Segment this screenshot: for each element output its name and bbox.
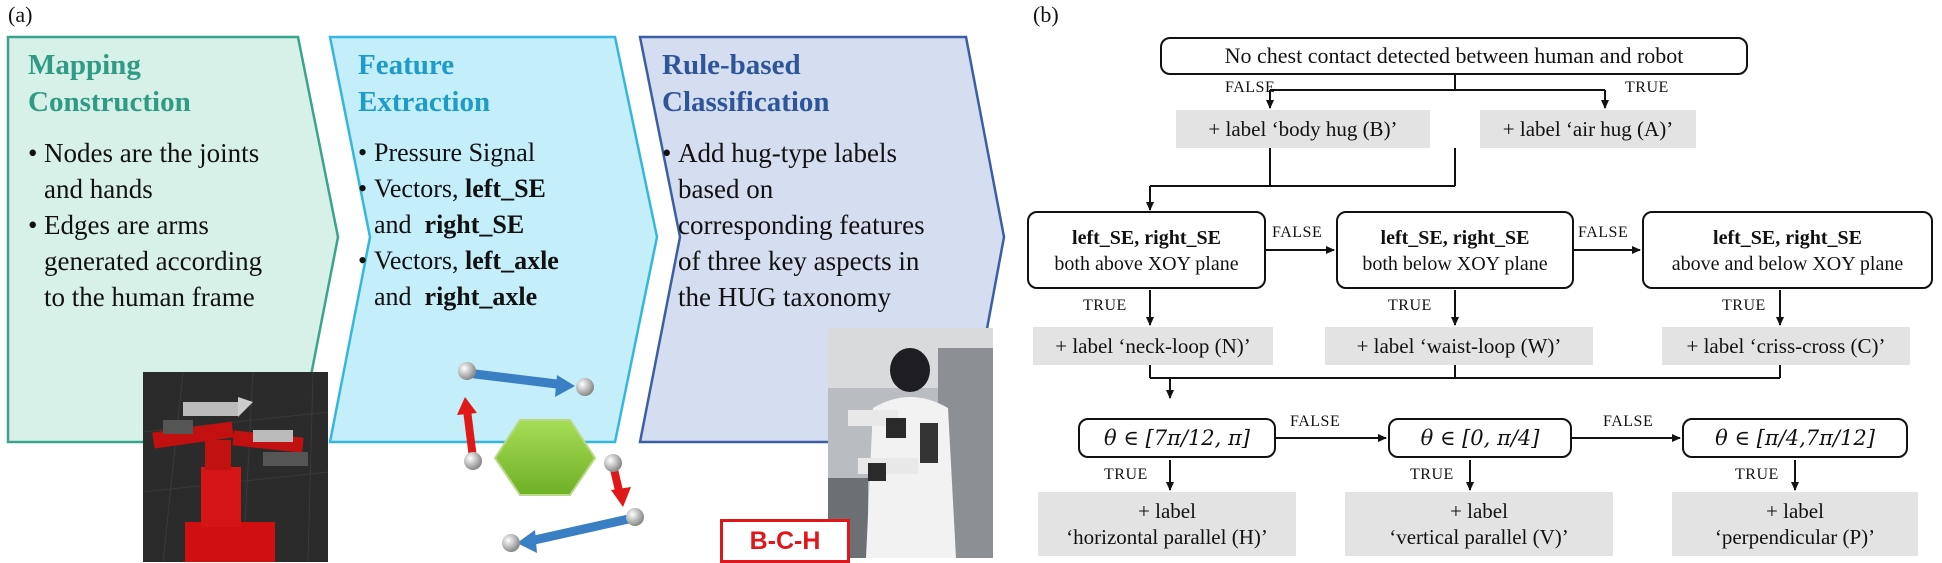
bullet-item: •Pressure Signal	[358, 138, 536, 167]
feature-vectors-illustration	[457, 362, 644, 553]
hug-type-text: ‘perpendicular (P)’	[1714, 525, 1876, 549]
false-label: FALSE	[1272, 224, 1323, 241]
hug-demo-photo	[828, 328, 993, 558]
false-label: FALSE	[1225, 79, 1276, 96]
panel-b-label: (b)	[1033, 2, 1059, 27]
label-neck-loop: + label ‘neck-loop (N)’	[1033, 327, 1273, 365]
bullet-cont: the HUG taxonomy	[678, 282, 891, 312]
stage-classification: Rule-based Classification •Add hug-type …	[662, 47, 972, 315]
label-perpendicular: + label ‘perpendicular (P)’	[1672, 492, 1918, 556]
stage-classification-title: Rule-based Classification	[662, 47, 972, 121]
stage-title-line: Rule-based	[662, 49, 801, 81]
hug-type-text: ‘vertical parallel (V)’	[1389, 525, 1569, 549]
bullet-item: •Vectors, left_SE	[358, 174, 546, 203]
condition-text: both above XOY plane	[1054, 253, 1239, 275]
condition-vectors: left_SE, right_SE	[1380, 227, 1530, 249]
true-label: TRUE	[1083, 297, 1127, 314]
robot-model-image	[143, 372, 328, 562]
stage-title-line: Construction	[28, 86, 191, 118]
chest-contact-condition: No chest contact detected between human …	[1160, 37, 1748, 75]
condition-text: above and below XOY plane	[1671, 253, 1904, 275]
true-label: TRUE	[1104, 466, 1148, 483]
hug-type-text: ‘horizontal parallel (H)’	[1066, 525, 1268, 549]
se-above-below-condition: left_SE, right_SE above and below XOY pl…	[1642, 211, 1933, 289]
stage-classification-bullets: •Add hug-type labels based on correspond…	[662, 135, 972, 315]
bullet-cont: generated according	[44, 246, 263, 276]
stage-mapping: Mapping Construction •Nodes are the join…	[28, 47, 318, 315]
stage-feature-bullets: •Pressure Signal •Vectors, left_SE and r…	[358, 135, 648, 315]
true-label: TRUE	[1388, 297, 1432, 314]
false-label: FALSE	[1290, 413, 1341, 430]
se-below-condition: left_SE, right_SE both below XOY plane	[1336, 211, 1574, 289]
bullet-cont: of three key aspects in	[678, 246, 920, 276]
plus-label-text: + label	[1766, 499, 1824, 523]
true-label: TRUE	[1410, 466, 1454, 483]
false-label: FALSE	[1578, 224, 1629, 241]
condition-vectors: left_SE, right_SE	[1072, 227, 1221, 249]
plus-label-text: + label	[1138, 499, 1196, 523]
torso-hexagon	[493, 419, 597, 496]
bullet-item: •Nodes are the joints	[28, 138, 260, 168]
false-label: FALSE	[1603, 413, 1654, 430]
label-waist-loop: + label ‘waist-loop (W)’	[1325, 327, 1593, 365]
stage-title-line: Classification	[662, 86, 830, 118]
true-label: TRUE	[1735, 466, 1779, 483]
stage-mapping-bullets: •Nodes are the joints and hands •Edges a…	[28, 135, 318, 315]
bullet-cont: to the human frame	[44, 282, 255, 312]
bullet-cont: and right_SE	[374, 210, 525, 239]
label-body-hug: + label ‘body hug (B)’	[1176, 110, 1430, 148]
bullet-item: •Vectors, left_axle	[358, 246, 559, 275]
stage-title-line: Mapping	[28, 49, 141, 81]
stage-feature-title: Feature Extraction	[358, 47, 648, 121]
bullet-cont: based on	[678, 174, 774, 204]
bullet-cont: and hands	[44, 174, 153, 204]
stage-title-line: Feature	[358, 49, 455, 81]
bullet-cont: and right_axle	[374, 282, 538, 311]
plus-label-text: + label	[1450, 499, 1508, 523]
condition-text: both below XOY plane	[1362, 253, 1548, 275]
se-above-condition: left_SE, right_SE both above XOY plane	[1027, 211, 1266, 289]
theta-horizontal-condition: θ ∈ [7π/12, π]	[1078, 418, 1276, 458]
true-label: TRUE	[1722, 297, 1766, 314]
label-air-hug: + label ‘air hug (A)’	[1480, 110, 1696, 148]
theta-perpendicular-condition: θ ∈ [π/4,7π/12]	[1682, 418, 1908, 458]
bullet-item: •Add hug-type labels	[662, 138, 897, 168]
bullet-cont: corresponding features	[678, 210, 925, 240]
true-label: TRUE	[1625, 79, 1669, 96]
stage-mapping-chevron	[6, 35, 340, 444]
panel-a-label: (a)	[8, 2, 33, 27]
stage-mapping-title: Mapping Construction	[28, 47, 318, 121]
bullet-item: •Edges are arms	[28, 210, 209, 240]
condition-vectors: left_SE, right_SE	[1713, 227, 1862, 249]
stage-title-line: Extraction	[358, 86, 491, 118]
label-horizontal-parallel: + label ‘horizontal parallel (H)’	[1038, 492, 1296, 556]
theta-vertical-condition: θ ∈ [0, π/4]	[1388, 418, 1572, 458]
stage-feature: Feature Extraction •Pressure Signal •Vec…	[358, 47, 648, 315]
label-criss-cross: + label ‘criss-cross (C)’	[1662, 327, 1910, 365]
stage-feature-chevron	[328, 35, 659, 444]
label-vertical-parallel: + label ‘vertical parallel (V)’	[1345, 492, 1613, 556]
